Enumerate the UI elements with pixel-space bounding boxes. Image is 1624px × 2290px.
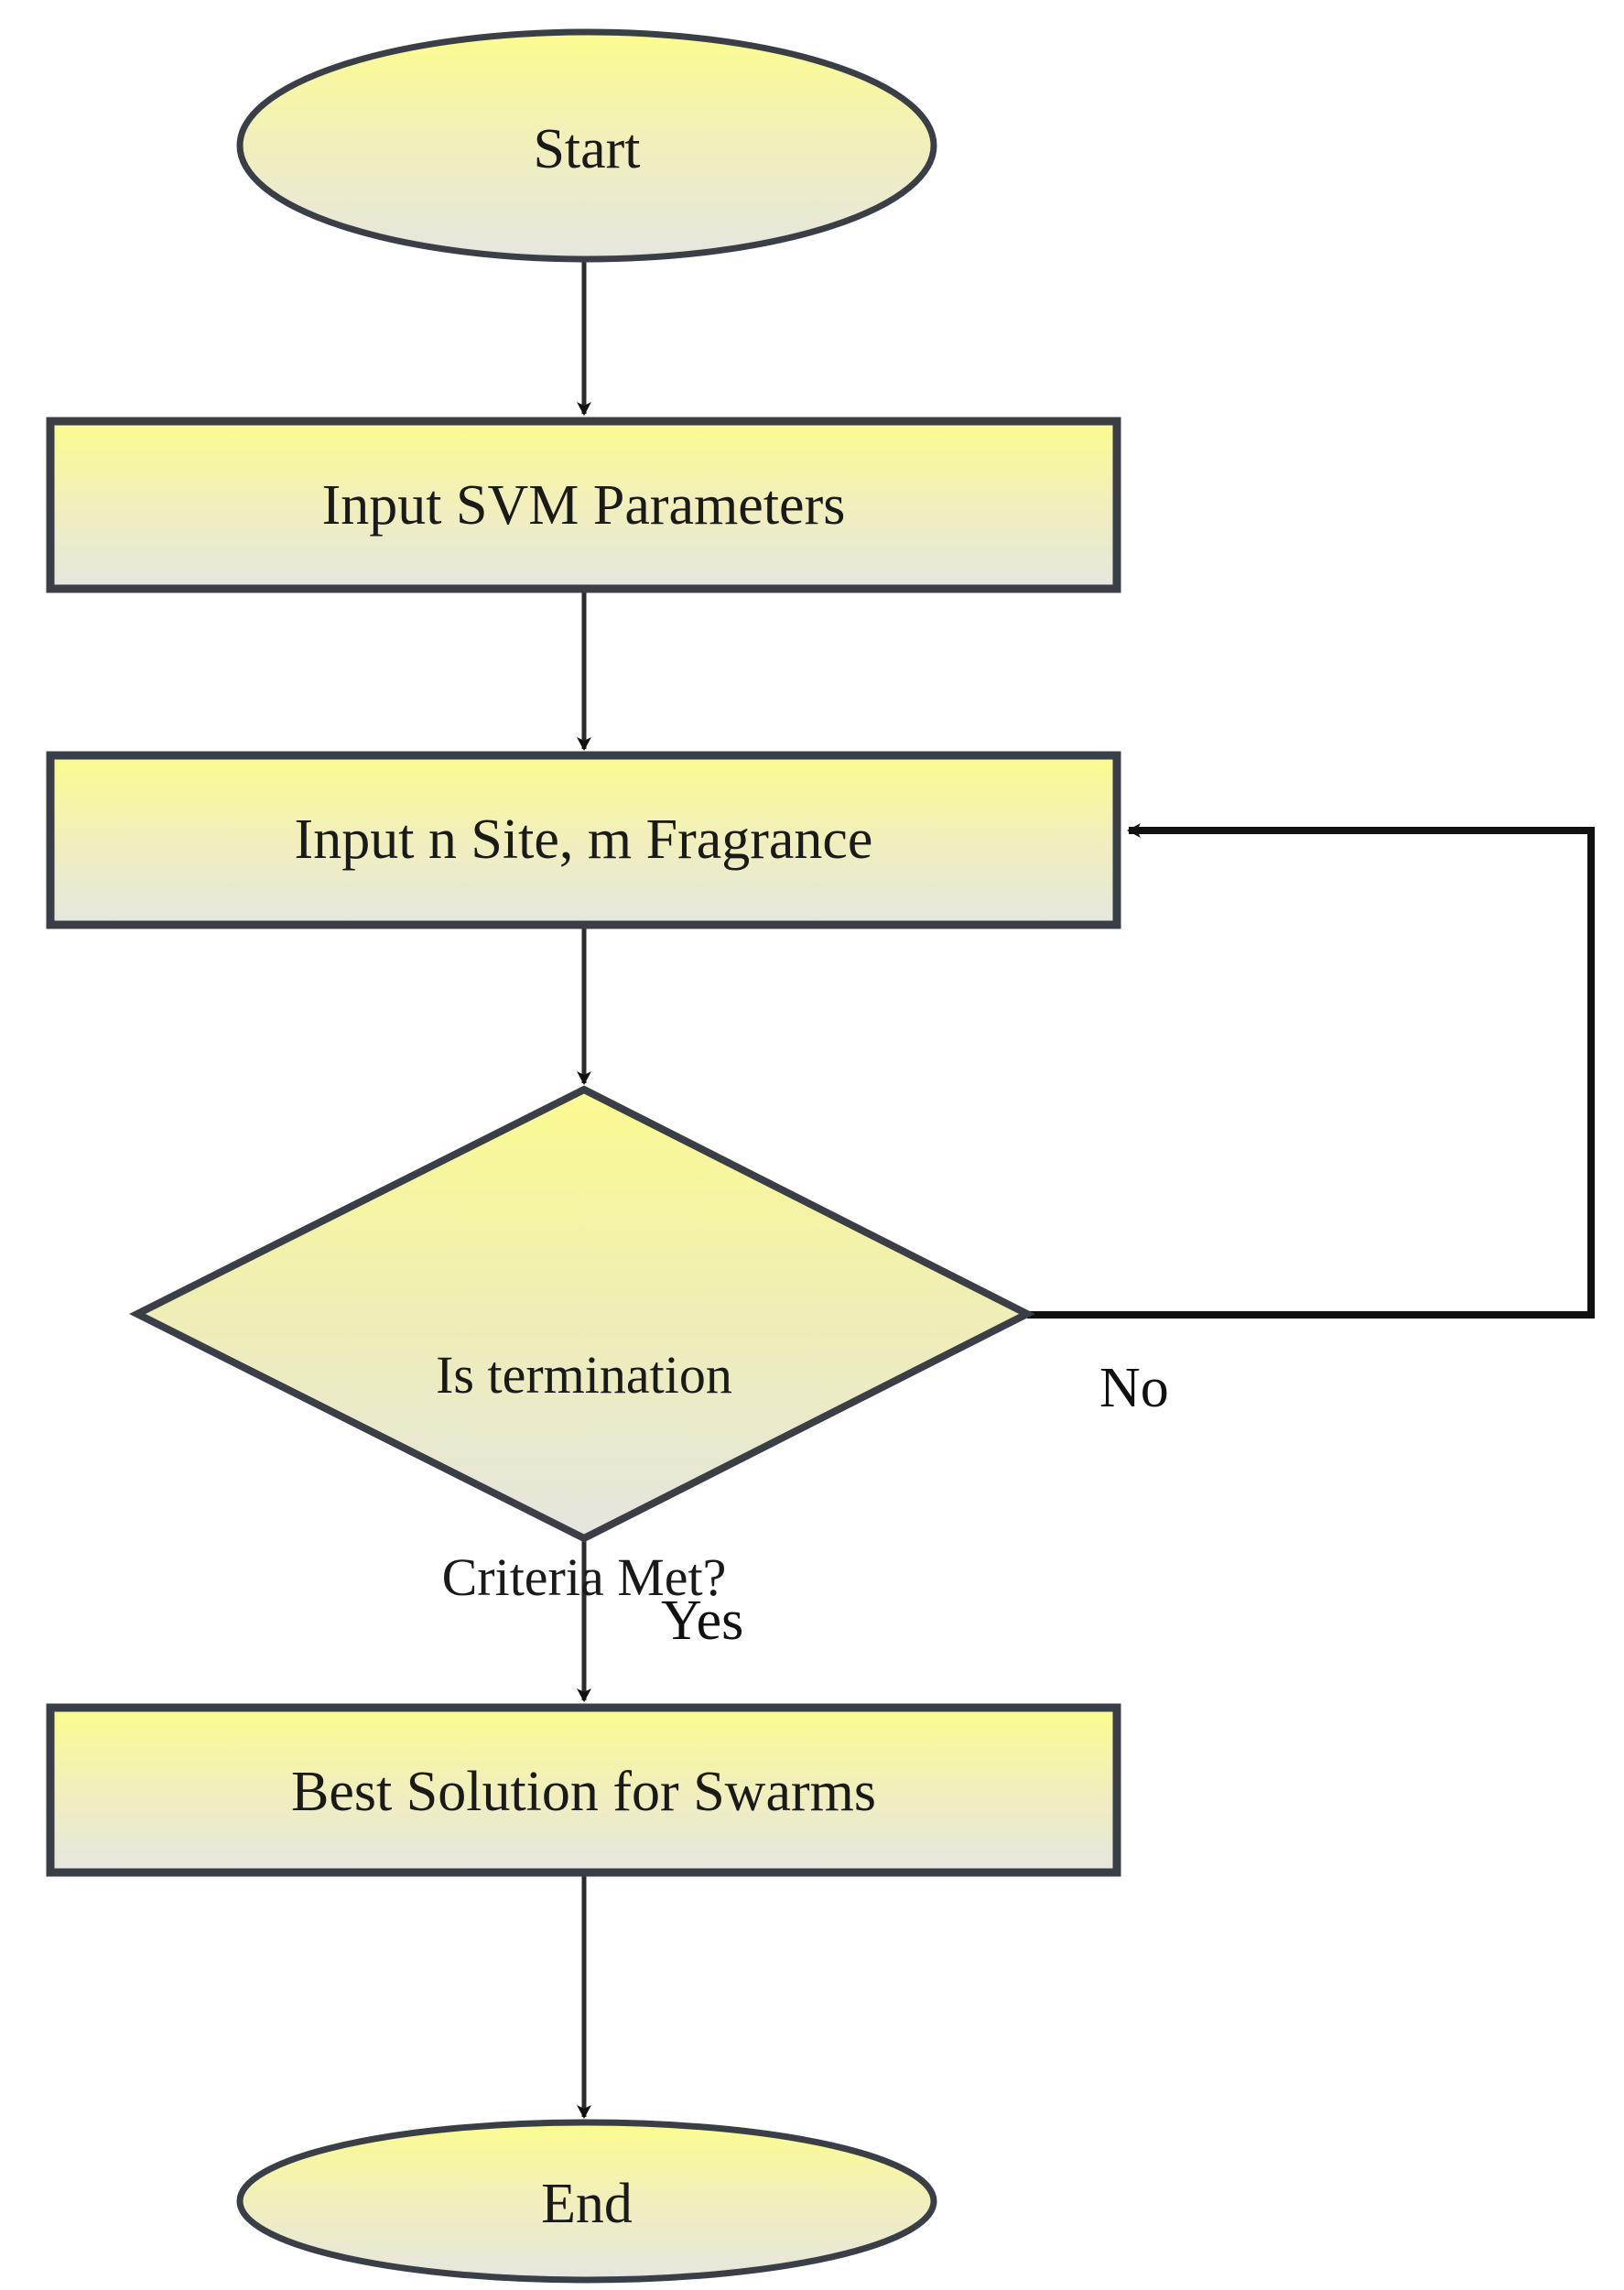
node-start[interactable] [236,28,937,263]
node-decision-termination[interactable] [129,1085,1035,1543]
connector-decision-no-loop [1027,823,1595,1319]
edge-label-no: No [1099,1357,1169,1419]
node-input-svm-parameters[interactable] [46,417,1121,593]
edge-label-yes: Yes [661,1590,744,1652]
node-best-solution[interactable] [46,1703,1121,1877]
node-input-site-fragrance[interactable] [46,751,1121,929]
node-end[interactable] [236,2119,937,2284]
